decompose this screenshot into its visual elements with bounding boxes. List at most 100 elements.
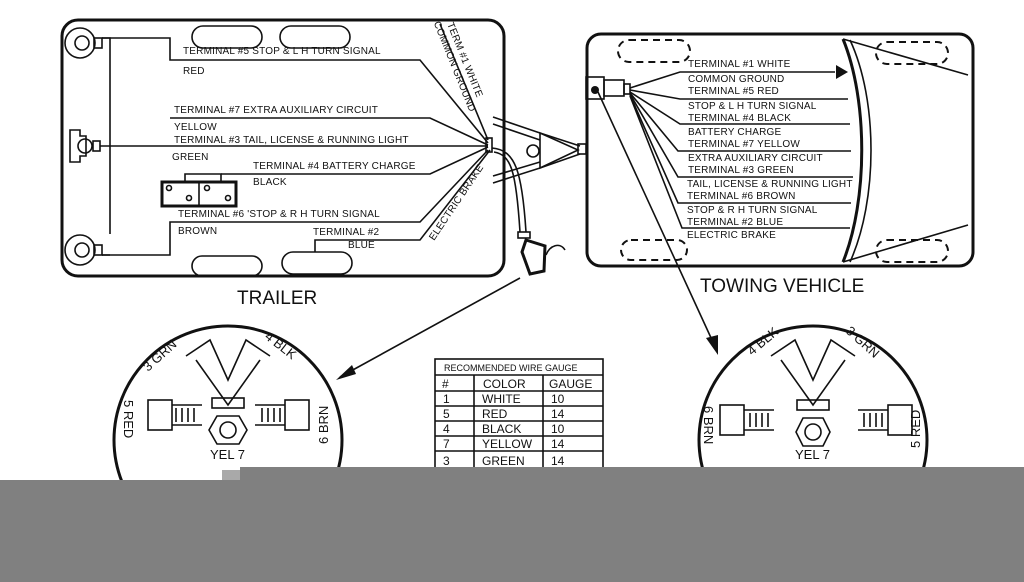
arrowhead-ground-icon (836, 65, 848, 79)
center-terminal-nut-icon (208, 415, 248, 445)
table-cell: 14 (551, 437, 565, 451)
wire-terminal-4 (221, 146, 489, 175)
table-cell: WHITE (482, 392, 521, 406)
vehicle-label: TERMINAL #2 BLUE (687, 217, 783, 228)
table-cell: 14 (551, 454, 565, 468)
trailer-junction (485, 137, 493, 153)
battery-icon (160, 173, 238, 208)
pin-label-4-blk: 4 BLK (262, 329, 299, 363)
wire-terminal-2 (314, 149, 491, 252)
trailer-fender-icon (279, 25, 351, 49)
trailer-plug-icon (517, 231, 566, 276)
vehicle-socket-icon (585, 76, 631, 100)
towing-vehicle-diagram: TERMINAL #1 WHITE COMMON GROUND TERMINAL… (585, 32, 975, 355)
table-header: # (442, 377, 449, 391)
vehicle-wheel-icon (617, 39, 691, 63)
table-cell: 3 (443, 454, 450, 468)
vehicle-label: COMMON GROUND (688, 74, 784, 85)
table-header: COLOR (483, 377, 526, 391)
vehicle-label: TERMINAL #5 RED (688, 86, 779, 97)
trailer-fender-icon (191, 25, 263, 49)
table-cell: 14 (551, 407, 565, 421)
table-header: GAUGE (549, 377, 592, 391)
trailer-label-t5: TERMINAL #5 STOP & L H TURN SIGNAL (183, 46, 381, 57)
license-lamp-icon (69, 129, 101, 163)
pointer-line-right (597, 91, 713, 341)
table-cell: RED (482, 407, 508, 421)
vehicle-label: STOP & L H TURN SIGNAL (688, 101, 817, 112)
arrowhead-right-icon (706, 335, 718, 355)
table-title: RECOMMENDED WIRE GAUGE (444, 363, 578, 373)
vehicle-label: ELECTRIC BRAKE (687, 230, 776, 241)
pin-label-3-grn: 3 GRN (140, 336, 180, 374)
vehicle-label: STOP & R H TURN SIGNAL (687, 205, 818, 216)
pin-label-6-brn: 6 BRN (701, 406, 716, 444)
vehicle-wire-5 (629, 89, 848, 100)
trailer-label-t4: TERMINAL #4 BATTERY CHARGE (253, 161, 416, 172)
arrowhead-left-icon (336, 365, 356, 380)
vehicle-wire-2 (629, 95, 850, 229)
table-cell: 5 (443, 407, 450, 421)
trailer-label-t2-color: BLUE (348, 240, 375, 251)
vehicle-outline (585, 32, 975, 268)
vehicle-wire-4 (629, 91, 850, 125)
trailer-label-t6-color: BROWN (178, 226, 217, 237)
vehicle-label: TAIL, LICENSE & RUNNING LIGHT (687, 179, 853, 190)
right-tail-lamp-icon (64, 234, 103, 266)
pin-label-3-grn: 3 GRN (843, 323, 883, 361)
vehicle-wire-1 (629, 71, 835, 89)
vehicle-wheel-icon (620, 239, 688, 261)
trailer-label-t3: TERMINAL #3 TAIL, LICENSE & RUNNING LIGH… (174, 135, 409, 146)
vehicle-label: TERMINAL #7 YELLOW (688, 139, 800, 150)
table-cell: 1 (443, 392, 450, 406)
pin-label-5-red: 5 RED (908, 410, 923, 448)
pin-label-yel-7: YEL 7 (210, 447, 245, 462)
table-cell: 7 (443, 437, 450, 451)
gray-overlay-step (240, 467, 1024, 481)
vehicle-wire-3 (629, 93, 853, 178)
center-terminal-nut-icon (795, 417, 831, 447)
table-cell: 10 (551, 422, 565, 436)
trailer-title: TRAILER (237, 288, 317, 309)
towing-vehicle-title: TOWING VEHICLE (700, 276, 864, 297)
pin-label-yel-7: YEL 7 (795, 447, 830, 462)
vehicle-label: TERMINAL #1 WHITE (688, 59, 791, 70)
trailer-label-t7: TERMINAL #7 EXTRA AUXILIARY CIRCUIT (174, 105, 378, 116)
table-cell: YELLOW (482, 437, 533, 451)
table-cell: BLACK (482, 422, 521, 436)
trailer-fender-icon (281, 251, 353, 275)
trailer-label-t4-color: BLACK (253, 177, 287, 188)
trailer-diagram: TERMINAL #5 STOP & L H TURN SIGNAL RED T… (60, 18, 506, 309)
trailer-cable (491, 147, 527, 233)
wire-terminal-1 (439, 23, 489, 141)
windshield-line (841, 38, 864, 263)
trailer-label-electric-brake: ELECTRIC BRAKE (427, 163, 486, 243)
vehicle-wheel-icon (875, 41, 949, 65)
left-tail-lamp-icon (64, 27, 103, 59)
trailer-outline (60, 18, 506, 278)
vehicle-label: TERMINAL #4 BLACK (688, 113, 791, 124)
vehicle-wheel-icon (875, 239, 949, 263)
wire-terminal-6 (102, 149, 489, 256)
vehicle-label: TERMINAL #3 GREEN (688, 165, 794, 176)
trailer-label-t2: TERMINAL #2 (313, 227, 380, 238)
wire-gauge-table: RECOMMENDED WIRE GAUGE # COLOR GAUGE 1 W… (434, 358, 604, 475)
vehicle-label: TERMINAL #6 BROWN (687, 191, 796, 202)
table-cell: 4 (443, 422, 450, 436)
pin-label-5-red: 5 RED (121, 400, 136, 438)
wire-terminal-5 (102, 37, 489, 144)
trailer-label-t7-color: YELLOW (174, 122, 217, 133)
trailer-fender-icon (191, 255, 263, 277)
pointer-line-left (339, 277, 521, 378)
pin-label-6-brn: 6 BRN (316, 406, 331, 444)
vehicle-label: BATTERY CHARGE (688, 127, 782, 138)
gray-overlay-patch (222, 470, 240, 482)
wire-terminal-7 (170, 117, 489, 146)
gray-overlay (0, 480, 1024, 582)
table-cell: 10 (551, 392, 565, 406)
vehicle-wire-7 (629, 92, 851, 152)
trailer-label-t5-color: RED (183, 66, 205, 77)
hitch-tongue (336, 116, 587, 380)
trailer-label-t3-color: GREEN (172, 152, 209, 163)
trailer-label-t6: TERMINAL #6 'STOP & R H TURN SIGNAL (178, 209, 380, 220)
